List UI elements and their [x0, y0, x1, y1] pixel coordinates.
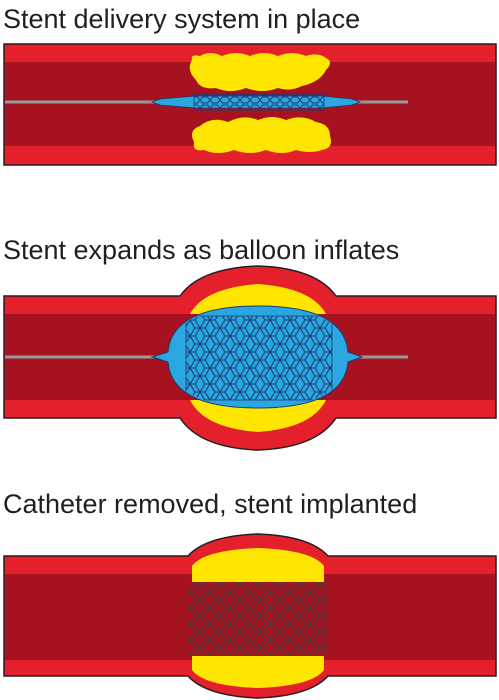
plaque-deposit-icon: [192, 548, 324, 688]
stage-2-title: Stent expands as balloon inflates: [3, 235, 400, 265]
stage-1-title: Stent delivery system in place: [3, 4, 361, 34]
stage-2-panel: [3, 265, 497, 451]
plaque-deposit-icon: [190, 284, 326, 432]
stage-3-title: Catheter removed, stent implanted: [3, 489, 418, 519]
stent-mesh-icon: [193, 93, 325, 111]
plaque-deposit-icon: [189, 53, 331, 153]
stent-mesh-icon: [188, 582, 328, 656]
stage-1-panel: [3, 43, 497, 166]
stent-mesh-icon: [185, 315, 333, 401]
stage-3-panel: [3, 533, 497, 699]
